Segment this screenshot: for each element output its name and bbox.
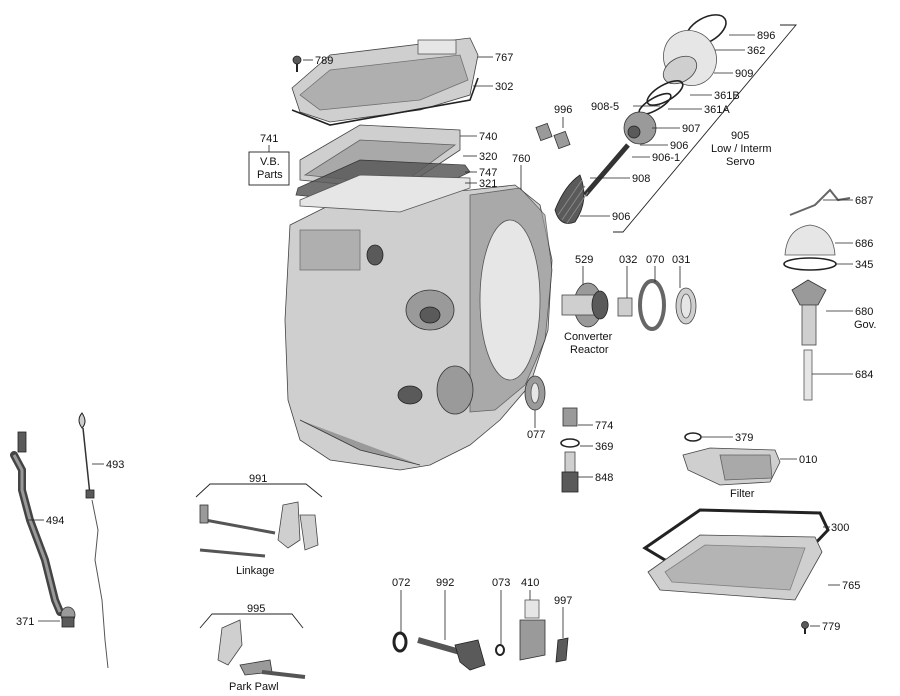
label-010: 010 (799, 454, 817, 466)
label-494: 494 (46, 515, 64, 527)
bolt-779 (801, 621, 809, 634)
label-767: 767 (495, 52, 513, 64)
bearing-031 (675, 287, 697, 325)
label-907: 907 (682, 123, 700, 135)
label-vb-line1: V.B. (260, 156, 280, 168)
bolt-789 (292, 55, 302, 72)
label-073: 073 (492, 577, 510, 589)
label-362: 362 (747, 45, 765, 57)
label-300: 300 (831, 522, 849, 534)
label-906-1: 906-1 (652, 152, 680, 164)
dipstick (78, 412, 109, 669)
label-321: 321 (479, 178, 497, 190)
label-072: 072 (392, 577, 410, 589)
label-687: 687 (855, 195, 873, 207)
label-410: 410 (521, 577, 539, 589)
label-reactor: Reactor (570, 344, 609, 356)
label-vb-line2: Parts (257, 169, 283, 181)
label-991: 991 (249, 473, 267, 485)
label-996: 996 (554, 104, 572, 116)
label-909: 909 (735, 68, 753, 80)
label-369: 369 (595, 441, 613, 453)
oil-pan (642, 508, 830, 601)
shaft-992 (417, 637, 486, 671)
bushing-371 (60, 606, 76, 628)
label-filter: Filter (730, 488, 755, 500)
callout-labels: 896 362 909 361B 361A 908-5 907 906 906-… (16, 30, 876, 693)
label-379: 379 (735, 432, 753, 444)
label-493: 493 (106, 459, 124, 471)
gear-848 (561, 451, 579, 493)
label-686: 686 (855, 238, 873, 250)
label-740: 740 (479, 131, 497, 143)
label-906-bottom: 906 (612, 211, 630, 223)
label-774: 774 (595, 420, 613, 432)
transmission-case (284, 184, 553, 471)
label-gov: Gov. (854, 319, 876, 331)
label-789: 789 (315, 55, 333, 67)
plugs-996 (535, 122, 571, 150)
label-908: 908 (632, 173, 650, 185)
governor-assembly (783, 188, 851, 401)
seal-077 (524, 375, 546, 411)
label-905: 905 (731, 130, 749, 142)
lever-997 (555, 637, 569, 663)
label-345: 345 (855, 259, 873, 271)
leader-lines (28, 24, 853, 644)
label-070: 070 (646, 254, 664, 266)
label-031: 031 (672, 254, 690, 266)
label-park-pawl: Park Pawl (229, 681, 279, 693)
label-908-5: 908-5 (591, 101, 619, 113)
label-906-top: 906 (670, 140, 688, 152)
park-pawl-parts (199, 613, 306, 679)
sensor-774 (562, 407, 578, 427)
label-747: 747 (479, 167, 497, 179)
bracket-410 (519, 599, 546, 661)
label-361b: 361B (714, 90, 740, 102)
oring-369 (560, 438, 580, 448)
bushing-032 (617, 297, 633, 317)
label-684: 684 (855, 369, 873, 381)
seal-072 (392, 631, 408, 653)
label-032: 032 (619, 254, 637, 266)
label-680: 680 (855, 306, 873, 318)
label-997: 997 (554, 595, 572, 607)
label-848: 848 (595, 472, 613, 484)
label-servo-line2: Servo (726, 156, 755, 168)
label-529: 529 (575, 254, 593, 266)
label-converter: Converter (564, 331, 613, 343)
label-992: 992 (436, 577, 454, 589)
label-779: 779 (822, 621, 840, 633)
label-741: 741 (260, 133, 278, 145)
label-995: 995 (247, 603, 265, 615)
label-077: 077 (527, 429, 545, 441)
label-896: 896 (757, 30, 775, 42)
label-765: 765 (842, 580, 860, 592)
label-302: 302 (495, 81, 513, 93)
oring-073 (495, 644, 505, 656)
label-linkage: Linkage (236, 565, 275, 577)
label-servo-line1: Low / Interm (711, 143, 772, 155)
label-760: 760 (512, 153, 530, 165)
label-361a: 361A (704, 104, 730, 116)
valve-body-assembly (295, 124, 471, 213)
oil-filter (682, 432, 781, 486)
converter-reactor (561, 282, 609, 328)
servo-assembly (554, 14, 727, 224)
seal-070 (638, 279, 666, 331)
linkage-parts (195, 483, 323, 558)
label-371: 371 (16, 616, 34, 628)
label-320: 320 (479, 151, 497, 163)
valve-body-cover (291, 37, 479, 126)
